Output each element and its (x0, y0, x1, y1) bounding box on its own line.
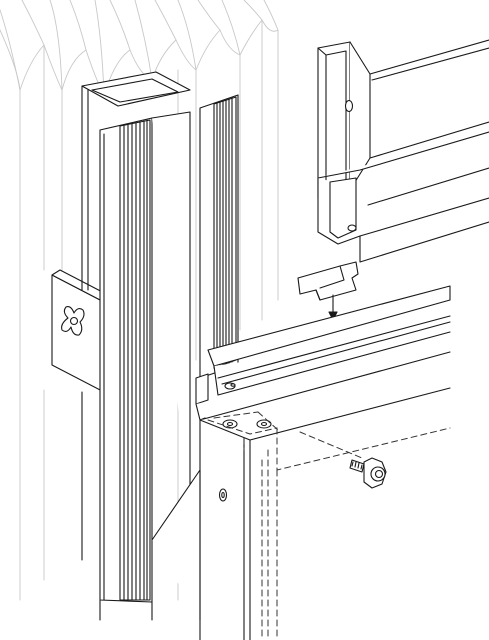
end-cap-housing (317, 39, 489, 263)
mounting-hole-icon (218, 419, 272, 502)
wing-nut-icon (61, 306, 85, 336)
hidden-lines (207, 411, 451, 640)
top-rail (195, 285, 451, 421)
vertical-post (81, 71, 239, 621)
frame-corner (199, 387, 451, 640)
end-cap-hole-icon (344, 99, 357, 232)
hex-screw-icon (349, 457, 387, 489)
rail-screw-icon (224, 382, 236, 390)
spring-clip (297, 261, 359, 301)
